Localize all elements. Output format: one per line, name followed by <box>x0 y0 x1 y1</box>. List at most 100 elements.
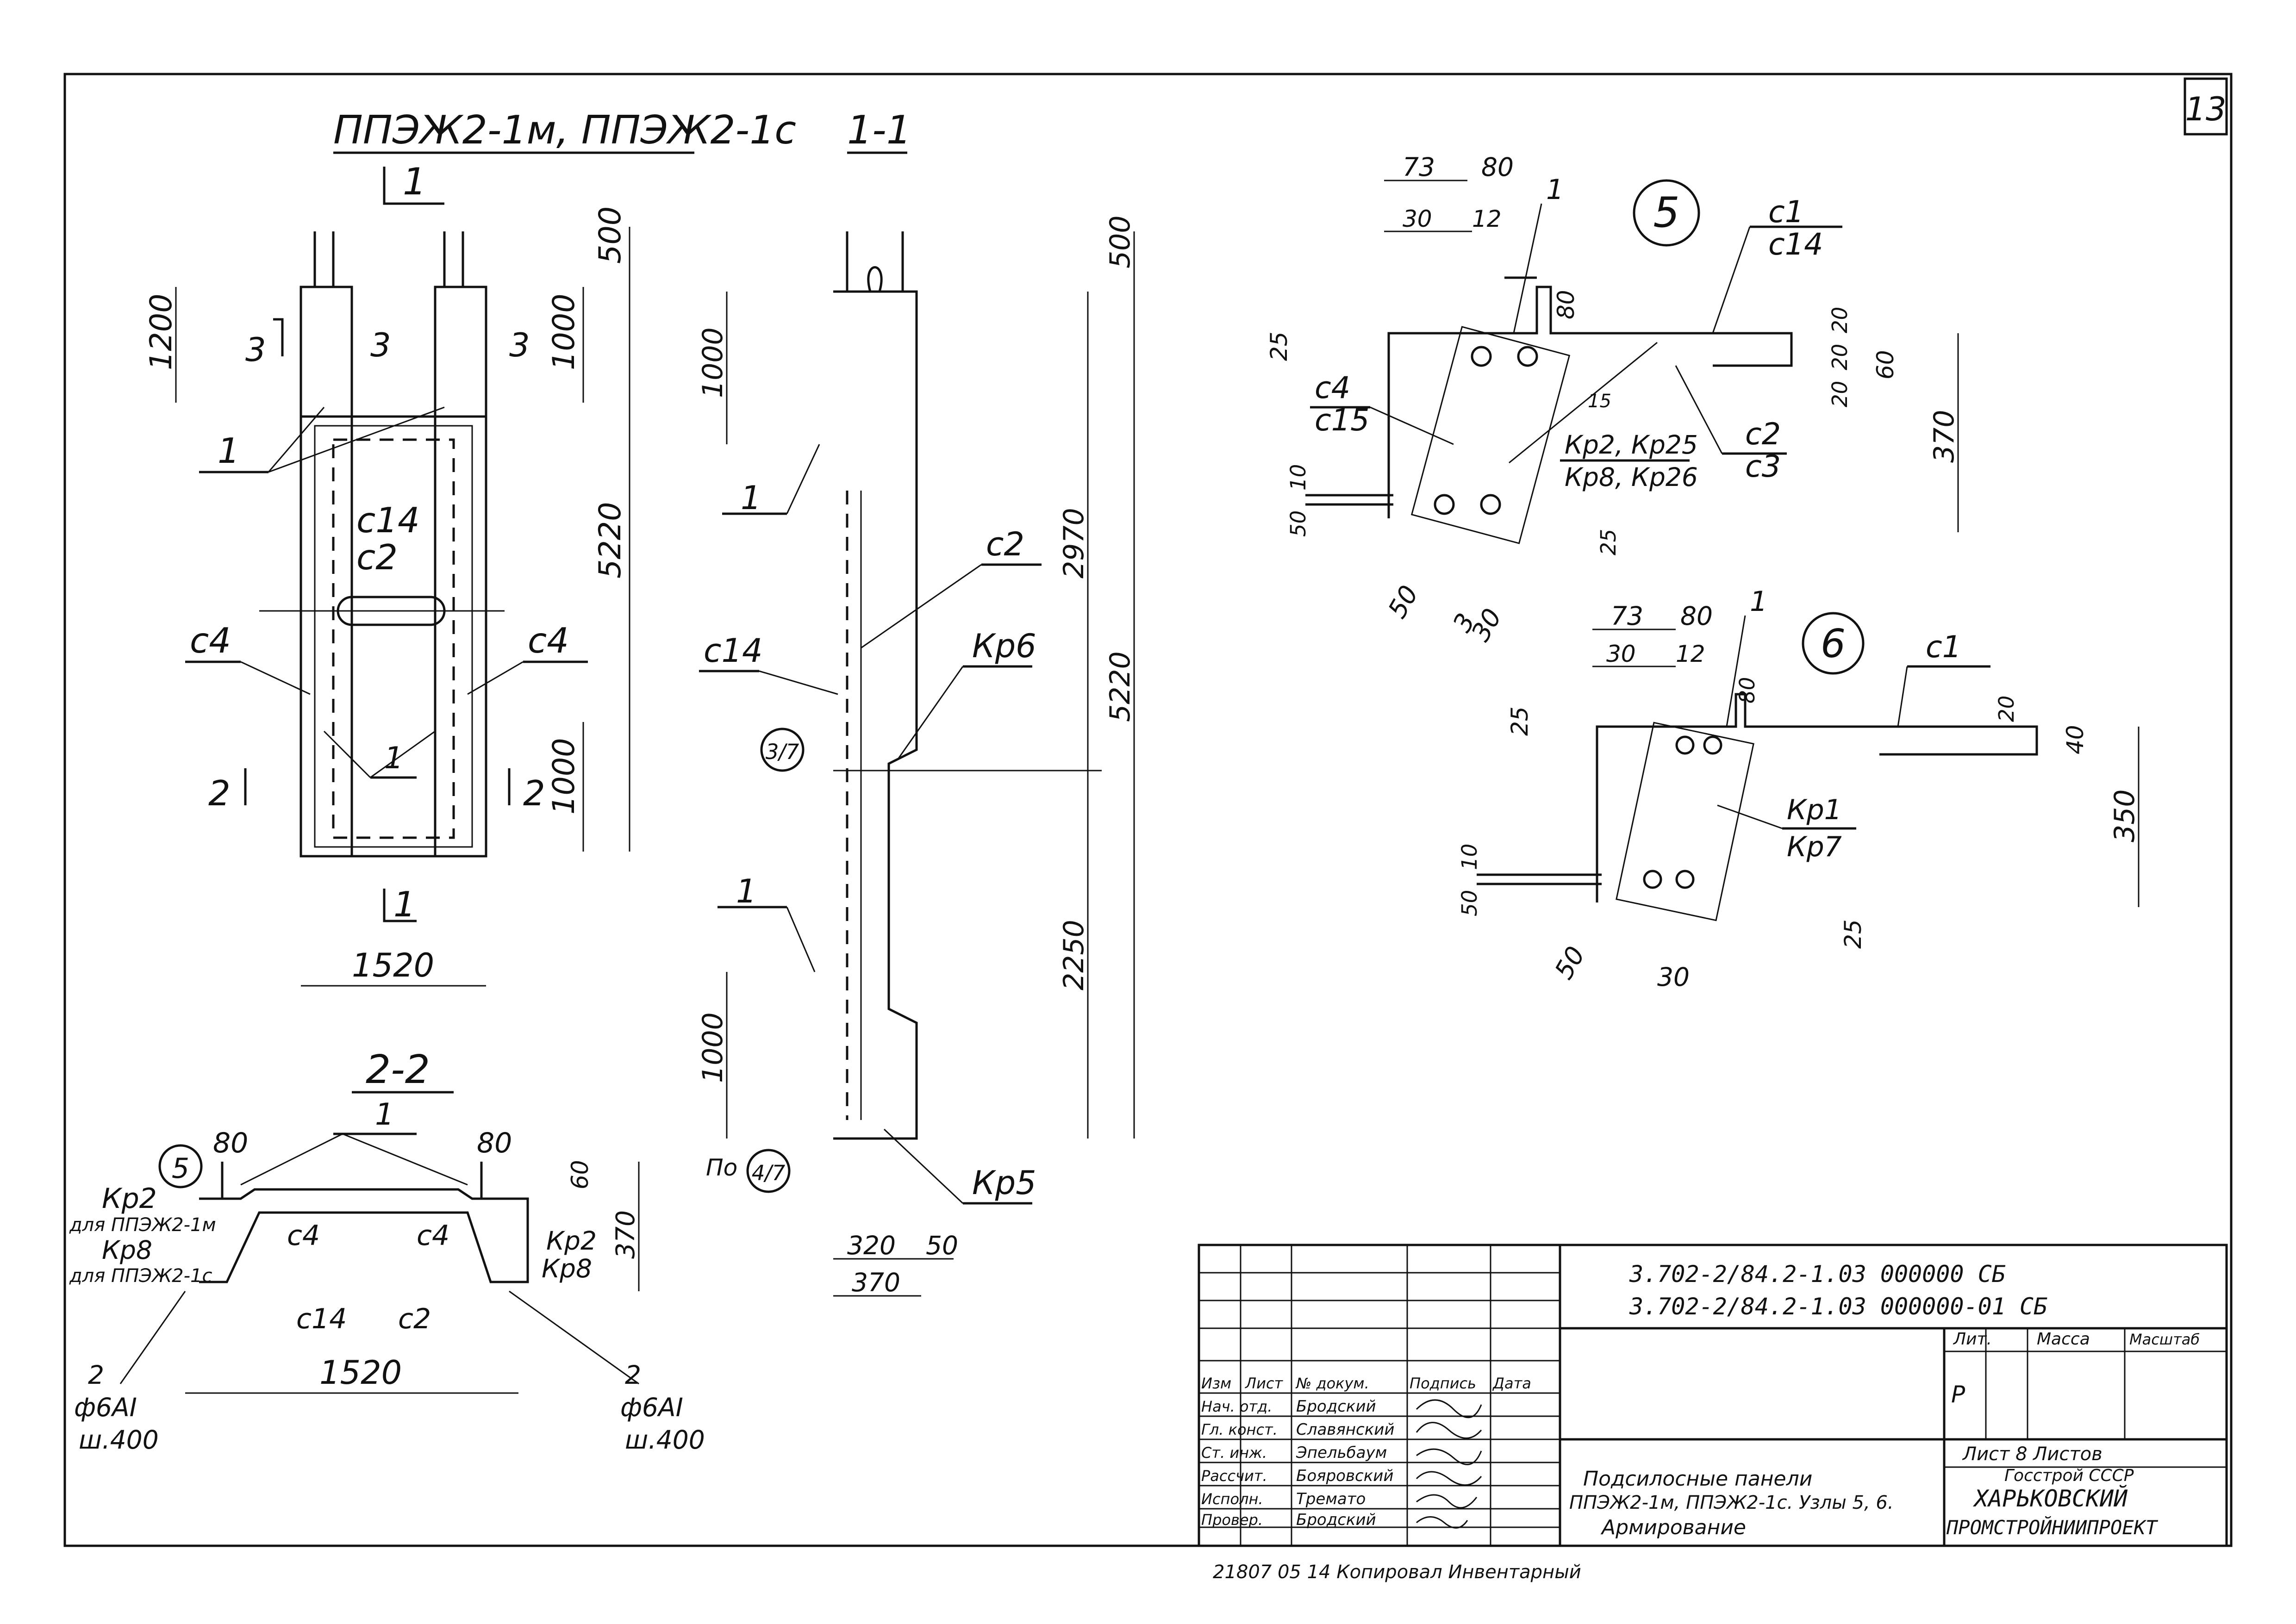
signature-0 <box>1416 1399 1482 1419</box>
section-2-2-title: 2-2 <box>366 1047 430 1093</box>
n6-dim-40: 40 <box>2062 725 2089 754</box>
n6-label-kr1: Кр1 <box>1787 794 1842 826</box>
plan-label-c2: с2 <box>356 537 398 578</box>
s11-dim-50: 50 <box>926 1231 958 1260</box>
tb-header-list: Лист <box>1245 1375 1283 1392</box>
s22-bars-right-step: ш.400 <box>625 1425 705 1455</box>
s22-dim-370: 370 <box>611 1210 640 1259</box>
s11-dim-320: 320 <box>847 1231 896 1260</box>
n6-dim-30-bottom: 30 <box>1657 962 1690 992</box>
s22-bars-left-step: ш.400 <box>79 1425 159 1455</box>
s22-label-kr2-right: Кр2 <box>546 1226 597 1256</box>
node-6-detail: 6 73 80 30 12 80 25 20 40 350 10 50 25 5… <box>1457 585 2141 992</box>
plan-label-c4-left: с4 <box>190 620 231 661</box>
node6-frame <box>1616 722 1754 921</box>
n6-dim-25-bottom: 25 <box>1840 919 1866 949</box>
s11-label-c2: с2 <box>986 525 1024 563</box>
tb-role-0: Нач. отд. <box>1201 1398 1272 1415</box>
tb-title-line-1: Подсилосные панели <box>1583 1467 1812 1491</box>
title-block-frame <box>1198 1244 2228 1547</box>
plan-view: ППЭЖ2-1м, ППЭЖ2-1с 1 3 3 3 2 2 1 1 <box>144 107 796 987</box>
s11-dim-500: 500 <box>1104 215 1136 268</box>
s22-dim-60: 60 <box>567 1160 593 1189</box>
tb-name-1: Славянский <box>1296 1420 1394 1439</box>
s11-dim-2970: 2970 <box>1058 508 1090 579</box>
s22-label-c2: с2 <box>398 1303 431 1335</box>
panel-right-leg <box>434 286 487 858</box>
s22-dim-80-right: 80 <box>477 1127 512 1159</box>
node-ref-3-7-label: 3/7 <box>766 740 799 764</box>
n6-dim-25-left: 25 <box>1506 706 1533 736</box>
n5-dim-25-bottom: 25 <box>1596 529 1621 555</box>
tb-sheet-info: Лист 8 Листов <box>1962 1444 2103 1465</box>
n5-label-c4: с4 <box>1315 371 1350 405</box>
sheet-frame <box>63 73 2233 1547</box>
tb-header-doc: № докум. <box>1295 1375 1369 1392</box>
n5-dim-73: 73 <box>1403 152 1435 182</box>
node-ref-4-7 <box>746 1149 791 1193</box>
n6-label-c1: с1 <box>1926 630 1961 665</box>
tb-name-3: Бояровский <box>1296 1467 1393 1485</box>
signature-2 <box>1416 1448 1482 1465</box>
n5-label-15: 15 <box>1588 391 1611 412</box>
n5-label-c1: с1 <box>1768 195 1804 230</box>
n5-label-c2: с2 <box>1745 417 1781 452</box>
section-1-1-title: 1-1 <box>847 107 911 153</box>
tb-name-5: Бродский <box>1296 1511 1376 1529</box>
n6-dim-80-mid: 80 <box>1735 677 1759 703</box>
cut-2-right-label: 2 <box>523 773 545 814</box>
node5-marker <box>1633 179 1700 247</box>
n5-dim-12: 12 <box>1472 205 1502 232</box>
s11-callout-1a: 1 <box>741 479 761 517</box>
n5-dim-30: 30 <box>1403 205 1432 232</box>
plan-dim-1520: 1520 <box>352 946 434 984</box>
node5-profile <box>1387 286 1793 518</box>
n5-label-c14: с14 <box>1768 227 1823 262</box>
s11-dim-370: 370 <box>852 1268 900 1297</box>
n6-dim-10: 10 <box>1457 844 1482 870</box>
n6-dim-50: 50 <box>1457 890 1482 916</box>
s22-label-kr2: Кр2 <box>102 1182 157 1215</box>
panel-body <box>299 415 487 858</box>
n5-dim-25-left: 25 <box>1266 331 1292 361</box>
cut-1-bottom-label: 1 <box>393 884 416 925</box>
s22-callout-1: 1 <box>375 1097 394 1132</box>
panel-inner-outline <box>314 425 473 848</box>
plan-title: ППЭЖ2-1м, ППЭЖ2-1с <box>333 107 796 153</box>
n6-dim-20: 20 <box>1994 696 2019 722</box>
tb-title-line-2: ППЭЖ2-1м, ППЭЖ2-1с. Узлы 5, 6. <box>1569 1492 1894 1513</box>
tb-stage-header: Лит. <box>1953 1330 1992 1349</box>
s22-label-kr8-for: для ППЭЖ2-1с <box>69 1265 212 1287</box>
node-5-detail: 5 73 80 30 12 80 25 20 20 20 60 370 10 5… <box>1266 152 1960 647</box>
cut-marker-top <box>383 167 444 205</box>
s22-bars-right-count: 2 <box>625 1360 641 1390</box>
n5-label-kr2-kr25: Кр2, Кр25 <box>1565 430 1698 460</box>
signature-5 <box>1416 1516 1468 1529</box>
sheet-footer: 21807 05 14 Копировал Инвентарный <box>1213 1562 1581 1583</box>
signature-3 <box>1416 1471 1482 1486</box>
s22-label-c14: с14 <box>296 1303 347 1335</box>
tb-role-4: Исполн. <box>1201 1490 1263 1508</box>
n5-dim-80-mid: 80 <box>1553 290 1579 319</box>
s22-node5-ref <box>158 1144 203 1188</box>
s11-dim-2250: 2250 <box>1058 920 1090 990</box>
tb-header-date: Дата <box>1492 1375 1531 1392</box>
s22-label-kr2-for: для ППЭЖ2-1м <box>69 1214 216 1236</box>
tb-org-line-2: ХАРЬКОВСКИЙ <box>1972 1485 2128 1512</box>
node-ref-4-7-label: 4/7 <box>752 1161 786 1185</box>
plan-callout-1a: 1 <box>218 430 240 471</box>
n6-label-kr7: Кр7 <box>1787 831 1842 863</box>
section-2-2-profile <box>199 1188 529 1283</box>
tb-role-3: Рассчит. <box>1201 1467 1267 1485</box>
node-ref-3-7 <box>760 728 805 772</box>
plan-dim-500: 500 <box>593 206 628 264</box>
s11-label-po: По <box>706 1154 737 1181</box>
sheet-number: 13 <box>2185 90 2226 128</box>
section-1-1: 1-1 1 1 с2 с14 Кр6 Кр5 3/7 По 4/7 <box>697 107 1136 1297</box>
s22-label-kr8: Кр8 <box>102 1235 152 1265</box>
plan-label-c4-right: с4 <box>528 620 569 661</box>
s22-node5-ref-label: 5 <box>172 1152 189 1185</box>
s22-bars-left-count: 2 <box>88 1360 104 1390</box>
s11-callout-1b: 1 <box>736 872 757 910</box>
n6-dim-12: 12 <box>1676 641 1705 667</box>
